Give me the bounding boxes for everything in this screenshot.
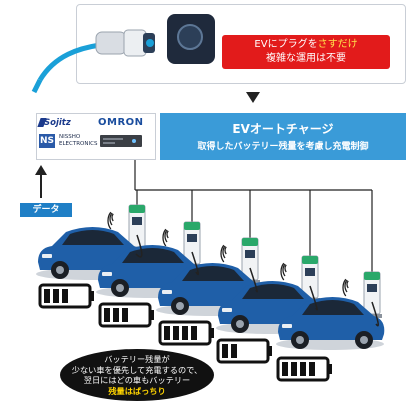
battery-level-bar	[173, 326, 179, 340]
charger-top	[184, 222, 200, 230]
battery-level-bar	[191, 326, 197, 340]
note-line3: 翌日にはどの車もバッテリー	[83, 375, 191, 385]
nissho-mark-icon: NS	[39, 134, 55, 148]
battery-level-bar	[231, 344, 237, 358]
battery-level-bar	[44, 289, 50, 303]
battery-level-bar	[291, 362, 297, 376]
charging-cable	[249, 267, 258, 293]
data-label: データ	[20, 203, 72, 217]
nissho-line2: ELECTRONICS	[59, 141, 98, 147]
car-hub	[360, 336, 368, 344]
up-arrow-line	[40, 174, 42, 198]
battery-level-bar	[53, 289, 59, 303]
car-headlight	[102, 272, 112, 276]
car-window	[302, 300, 364, 315]
car-hub	[296, 336, 304, 344]
signal-wave-icon	[111, 213, 114, 222]
signal-wave-icon	[222, 245, 226, 259]
signal-wave-icon	[164, 229, 168, 243]
benefit-note: バッテリー残量が 少ない車を優先して充電するので、 翌日にはどの車もバッテリー …	[60, 349, 214, 401]
car-hub	[56, 266, 64, 274]
car-hub	[116, 284, 124, 292]
charger-screen	[305, 268, 315, 276]
battery-level-bar	[182, 326, 188, 340]
note-line1: バッテリー残量が	[104, 354, 170, 364]
battery-level-bar	[309, 362, 315, 376]
battery-tip	[268, 346, 272, 356]
car-window	[242, 284, 304, 299]
signal-wave-icon	[162, 228, 167, 247]
nissho-logo: NISSHO ELECTRONICS	[59, 134, 97, 148]
car-hub	[176, 302, 184, 310]
charger-screen	[367, 284, 377, 292]
car-headlight	[162, 290, 172, 294]
callout-line1-highlight: さすだけ	[317, 39, 358, 50]
controller-device-icon	[100, 135, 142, 147]
down-arrow-icon	[246, 92, 260, 103]
charger-top	[242, 238, 258, 246]
battery-level-bar	[164, 326, 170, 340]
ev-car	[278, 297, 385, 340]
signal-wave-icon	[282, 263, 286, 277]
car-window	[122, 248, 184, 263]
signal-wave-icon	[346, 280, 349, 289]
battery-level-bar	[222, 344, 228, 358]
battery-tip	[210, 328, 214, 338]
callout-line2: 複雑な運用は不要	[266, 53, 346, 64]
battery-tip	[90, 291, 94, 301]
charging-cable	[135, 234, 143, 258]
signal-wave-icon	[344, 279, 348, 293]
socket-ring-icon	[177, 24, 203, 50]
charger-top	[302, 256, 318, 264]
battery-level-bar	[122, 308, 128, 322]
car-headlight	[282, 324, 292, 328]
callout-box: EVにプラグをさすだけ 複雑な運用は不要	[222, 35, 390, 69]
signal-wave-icon	[280, 262, 285, 281]
omron-logo: OMRON	[98, 117, 144, 128]
charging-cable	[371, 301, 379, 327]
note-line2: 少ない車を優先して充電するので、	[71, 364, 203, 375]
signal-wave-icon	[109, 212, 113, 226]
note-line4: 残量はばっちり	[108, 385, 166, 396]
signal-wave-icon	[220, 244, 225, 263]
signal-wave-icon	[166, 230, 169, 239]
car-window	[62, 230, 124, 245]
charger-screen	[132, 217, 142, 225]
charger-screen	[245, 250, 255, 258]
charger-top	[364, 272, 380, 280]
callout-line1-pre: EVにプラグを	[254, 39, 318, 50]
car-hub	[236, 320, 244, 328]
battery-level-bar	[282, 362, 288, 376]
ev-auto-charge-banner: EVオートチャージ 取得したバッテリー残量を考慮し充電制御	[160, 113, 406, 160]
nissho-line1: NISSHO	[59, 134, 81, 140]
banner-title: EVオートチャージ	[232, 122, 334, 136]
charging-cable	[309, 285, 318, 311]
battery-level-bar	[104, 308, 110, 322]
signal-wave-icon	[224, 246, 227, 255]
charging-cable	[191, 251, 199, 276]
up-arrow-icon	[35, 165, 47, 175]
signal-wave-icon	[342, 278, 347, 297]
battery-tip	[150, 310, 154, 320]
battery-level-bar	[300, 362, 306, 376]
sojitz-logo: Sojitz	[44, 118, 71, 128]
car-headlight	[42, 254, 52, 258]
signal-wave-icon	[107, 211, 112, 230]
charger-screen	[187, 234, 197, 242]
battery-level-bar	[113, 308, 119, 322]
car-headlight	[222, 308, 232, 312]
signal-wave-icon	[284, 264, 287, 273]
battery-level-bar	[62, 289, 68, 303]
charger-top	[129, 205, 145, 213]
battery-tip	[328, 364, 332, 374]
banner-subtitle: 取得したバッテリー残量を考慮し充電制御	[197, 142, 369, 152]
